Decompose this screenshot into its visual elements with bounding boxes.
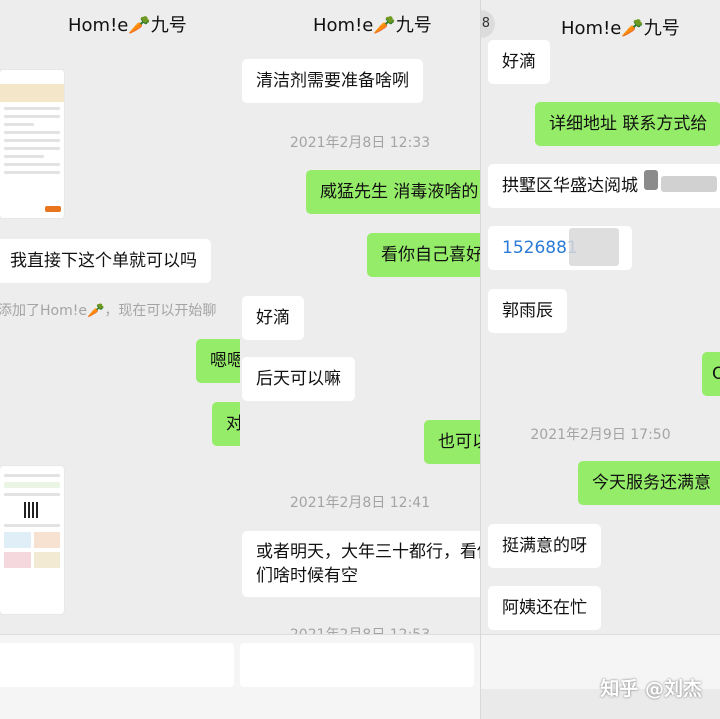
qr-code-icon <box>24 502 40 518</box>
message-bubble[interactable]: 威猛先生 消毒液啥的 <box>306 170 480 214</box>
chat-header: 8 Hom!e🥕九号 <box>240 0 480 46</box>
message-bubble[interactable]: 好滴 <box>488 40 550 84</box>
redaction-mark <box>569 228 619 266</box>
chat-panel-1: Hom!e🥕九号 我直接下这个单就可以吗 添加了Hom!e🥕，现在可以开始聊 嗯… <box>0 0 240 719</box>
message-bubble[interactable]: 看你自己喜好 <box>367 233 480 277</box>
shared-card-thumbnail[interactable] <box>0 70 64 218</box>
input-bar <box>240 634 480 719</box>
message-bubble[interactable]: 好滴 <box>242 296 304 340</box>
phone-text: 1526881 <box>502 238 578 258</box>
message-bubble[interactable]: 拱墅区华盛达阅城 <box>488 164 720 208</box>
message-bubble[interactable]: 嗯嗯 <box>196 339 240 383</box>
chat-panel-3: 8 Hom!e🥕九号 好滴 详细地址 联系方式给 拱墅区华盛达阅城 152688… <box>480 0 720 719</box>
address-text: 拱墅区华盛达阅城 <box>502 176 638 196</box>
message-bubble[interactable]: O <box>702 352 720 396</box>
watermark: 知乎 @刘杰 <box>600 678 702 700</box>
timestamp: 2021年2月9日 17:50 <box>530 427 671 443</box>
bottom-strip <box>481 689 720 719</box>
shared-card-thumbnail[interactable] <box>0 466 64 614</box>
message-bubble[interactable]: 后天可以嘛 <box>242 357 355 401</box>
chat-title: Hom!e🥕九号 <box>561 18 680 39</box>
timestamp: 2021年2月8日 12:41 <box>289 495 431 511</box>
chat-panel-2: 8 Hom!e🥕九号 清洁剂需要准备啥咧 2021年2月8日 12:33 威猛先… <box>240 0 480 719</box>
redaction-mark <box>644 170 658 190</box>
carrot-icon: 🥕 <box>621 18 644 39</box>
message-bubble[interactable]: 详细地址 联系方式给 <box>535 102 720 146</box>
chat-header: Hom!e🥕九号 <box>0 0 240 46</box>
system-notice: 添加了Hom!e🥕，现在可以开始聊 <box>0 303 217 319</box>
redaction-mark <box>661 176 717 192</box>
message-bubble[interactable]: 对 <box>212 402 240 446</box>
timestamp: 2021年2月8日 12:33 <box>289 135 431 151</box>
message-input[interactable] <box>240 643 474 687</box>
input-bar <box>481 634 720 689</box>
message-bubble[interactable]: 或者明天，大年三十都行，看你们啥时候有空 <box>242 531 480 597</box>
message-bubble[interactable]: 我直接下这个单就可以吗 <box>0 239 211 283</box>
message-bubble[interactable]: 今天服务还满意 <box>578 461 720 505</box>
chat-title: Hom!e🥕九号 <box>68 15 187 36</box>
carrot-icon: 🥕 <box>128 15 151 36</box>
carrot-icon: 🥕 <box>373 15 396 36</box>
chat-title: Hom!e🥕九号 <box>313 15 432 36</box>
message-bubble[interactable]: 挺满意的呀 <box>488 524 601 568</box>
input-bar <box>0 634 240 719</box>
unread-badge: 8 <box>481 10 495 38</box>
chat-header: 8 Hom!e🥕九号 <box>481 0 720 46</box>
message-bubble[interactable]: 阿姨还在忙 <box>488 586 601 630</box>
message-bubble[interactable]: 清洁剂需要准备啥咧 <box>242 59 423 103</box>
message-bubble[interactable]: 郭雨辰 <box>488 289 567 333</box>
message-bubble[interactable]: 也可以 <box>424 420 480 464</box>
message-input[interactable] <box>0 643 234 687</box>
